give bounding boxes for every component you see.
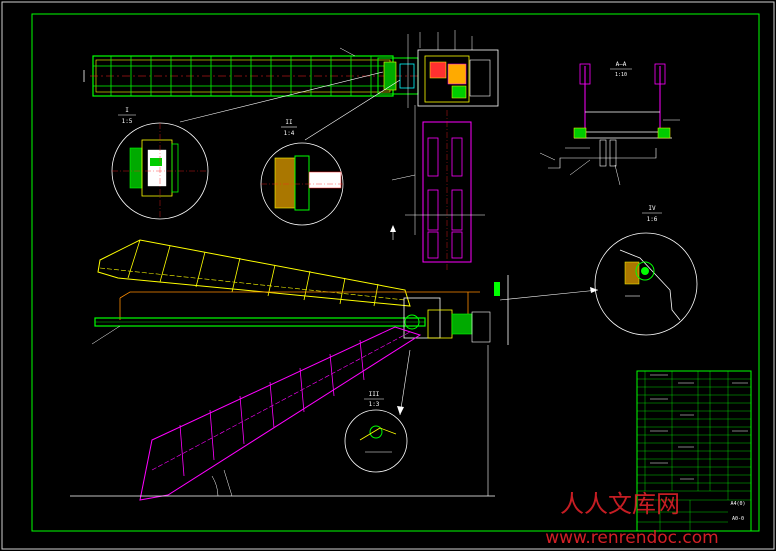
detail-3-label: IV (648, 205, 656, 212)
detail-3-scale: 1:6 (647, 216, 658, 223)
leader-detail-3 (499, 289, 599, 301)
title-block: A4(0) A0-0 (636, 370, 752, 532)
detail-4-view: III 1:3 (344, 391, 408, 473)
watermark-cn: 人人文库网 (560, 490, 680, 518)
section-a-a-view: A—A 1:10 (539, 61, 680, 186)
leader-detail-2 (304, 79, 401, 141)
title-dwg-no: A0-0 (732, 516, 744, 522)
watermark-url: www.renrendoc.com (545, 528, 719, 548)
detail-3-view: IV 1:6 (499, 205, 698, 336)
detail-1-view: I 1:5 (111, 107, 209, 220)
leader-detail-1 (179, 71, 384, 123)
detail-1-label: I (125, 107, 129, 114)
inner-frame (31, 13, 760, 532)
top-plan-view (83, 30, 499, 108)
detail-1-scale: 1:5 (122, 118, 133, 125)
detail-2-label: II (285, 119, 293, 126)
section-label: A—A (616, 61, 627, 68)
detail-4-label: III (369, 391, 380, 398)
detail-4-scale: 1:3 (369, 401, 380, 408)
detail-2-view: II 1:4 (260, 119, 344, 226)
section-scale: 1:10 (615, 72, 627, 78)
title-name: A4(0) (730, 501, 745, 507)
main-elevation (70, 239, 509, 501)
detail-2-scale: 1:4 (284, 130, 295, 137)
side-elevation-magenta (390, 105, 485, 270)
